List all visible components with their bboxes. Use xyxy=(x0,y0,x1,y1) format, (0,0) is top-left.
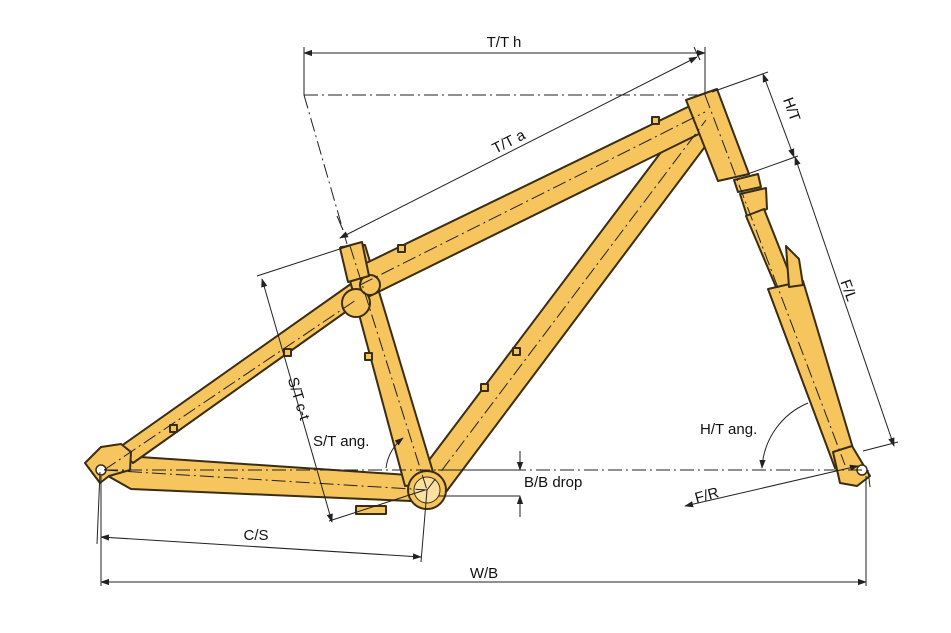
label-seat-tube-angle: S/T ang. xyxy=(313,433,369,450)
label-bb-drop: B/B drop xyxy=(524,474,582,491)
label-chainstay: C/S xyxy=(243,527,268,544)
seat-cluster-junction xyxy=(341,288,371,318)
cable-guide xyxy=(480,383,489,392)
fork-crown xyxy=(739,187,768,217)
dimension-lines xyxy=(96,46,899,586)
label-head-tube: H/T xyxy=(779,95,803,124)
chainstay-tube xyxy=(103,455,424,502)
label-head-tube-angle: H/T ang. xyxy=(700,421,757,438)
label-fork-length: F/L xyxy=(837,277,860,303)
label-wheelbase: W/B xyxy=(470,565,498,582)
label-fork-rake: F/R xyxy=(693,484,721,507)
label-top-tube-horizontal: T/T h xyxy=(487,34,522,51)
headset xyxy=(733,173,762,193)
bike-frame xyxy=(84,88,871,515)
fork-arch xyxy=(785,245,804,288)
kickstand-plate xyxy=(355,505,387,515)
fork-lower-leg xyxy=(767,280,856,469)
cable-guide xyxy=(283,348,292,357)
cable-guide xyxy=(651,116,660,125)
cable-guide xyxy=(364,352,373,361)
seat-tube-top xyxy=(339,241,370,283)
label-seat-tube-ct: S/T c-t xyxy=(284,375,313,423)
cable-guide xyxy=(512,347,521,356)
label-top-tube-actual: T/T a xyxy=(490,126,529,157)
cable-guide xyxy=(169,424,178,433)
cable-guide xyxy=(397,244,406,253)
